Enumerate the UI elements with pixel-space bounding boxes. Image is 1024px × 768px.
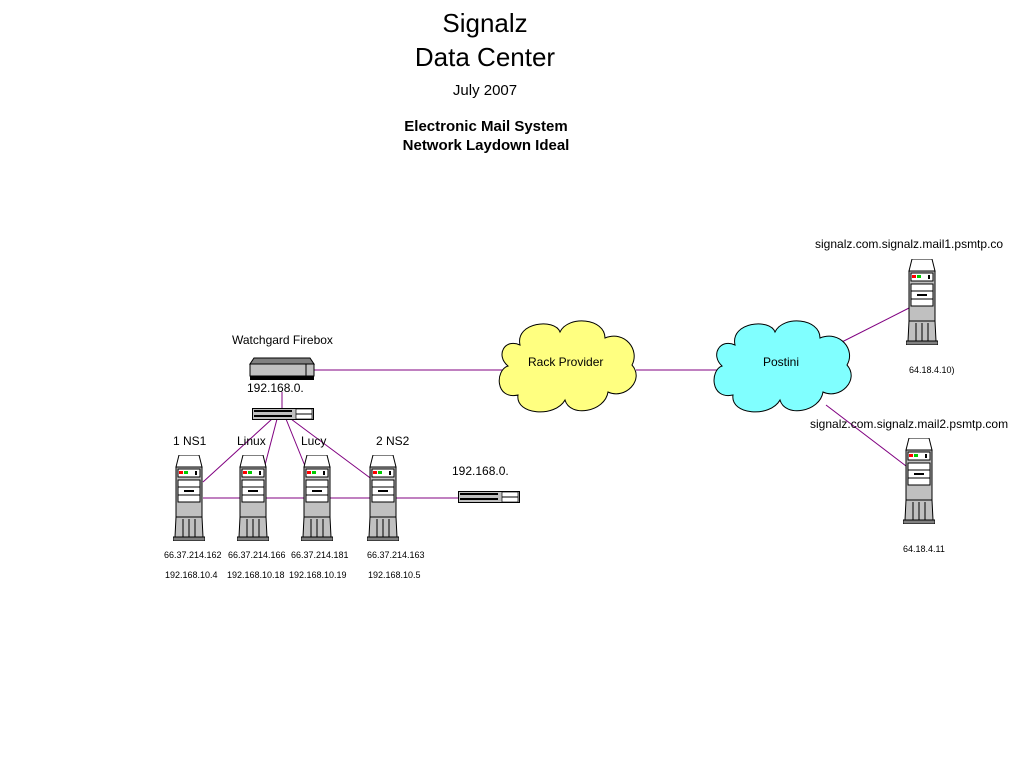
server-public-ip: 66.37.214.163 [367, 550, 425, 560]
mail2-ip: 64.18.4.11 [903, 544, 945, 554]
mail1-name: signalz.com.signalz.mail1.psmtp.co [815, 237, 1004, 251]
server-public-ip: 66.37.214.162 [164, 550, 222, 560]
server-linux [237, 455, 269, 541]
cloud-rack-provider [498, 320, 637, 413]
switch-main [253, 409, 314, 420]
title-line2: Data Center [414, 42, 556, 72]
postini-label: Postini [763, 355, 800, 369]
server-ns2 [367, 455, 399, 541]
server-private-ip: 192.168.10.19 [289, 570, 347, 580]
server-private-ip: 192.168.10.4 [165, 570, 218, 580]
rack-provider-label: Rack Provider [528, 355, 604, 369]
server-public-ip: 66.37.214.166 [228, 550, 286, 560]
server-mail1 [906, 259, 938, 345]
link-postini-mail1 [829, 306, 912, 349]
link-switch-ns1 [202, 418, 273, 483]
server-name: 2 NS2 [376, 434, 410, 448]
server-public-ip: 66.37.214.181 [291, 550, 349, 560]
switch-private [459, 492, 520, 503]
server-private-ip: 192.168.10.5 [368, 570, 421, 580]
switch2-ip: 192.168.0. [452, 464, 509, 478]
link-switch-linux [264, 418, 278, 466]
firewall-ip: 192.168.0. [247, 381, 304, 395]
firewall-label: Watchgard Firebox [232, 333, 333, 347]
server-name: Lucy [301, 434, 327, 448]
mail1-ip: 64.18.4.10) [909, 365, 955, 375]
subtitle-line2: Network Laydown Ideal [402, 137, 570, 154]
server-ns1 [173, 455, 205, 541]
server-mail2 [903, 438, 935, 524]
link-switch-ns2 [290, 418, 382, 487]
mail2-name: signalz.com.signalz.mail2.psmtp.com [810, 417, 1009, 431]
server-private-ip: 192.168.10.18 [227, 570, 285, 580]
firewall-device [249, 357, 315, 380]
link-postini-mail2 [825, 404, 907, 467]
link-switch-lucy [285, 418, 306, 467]
server-lucy [301, 455, 333, 541]
cloud-postini [713, 320, 852, 413]
date-label: July 2007 [452, 82, 518, 99]
title-line1: Signalz [442, 8, 528, 38]
server-name: Linux [237, 434, 266, 448]
subtitle-line1: Electronic Mail System [404, 118, 568, 135]
server-name: 1 NS1 [173, 434, 207, 448]
